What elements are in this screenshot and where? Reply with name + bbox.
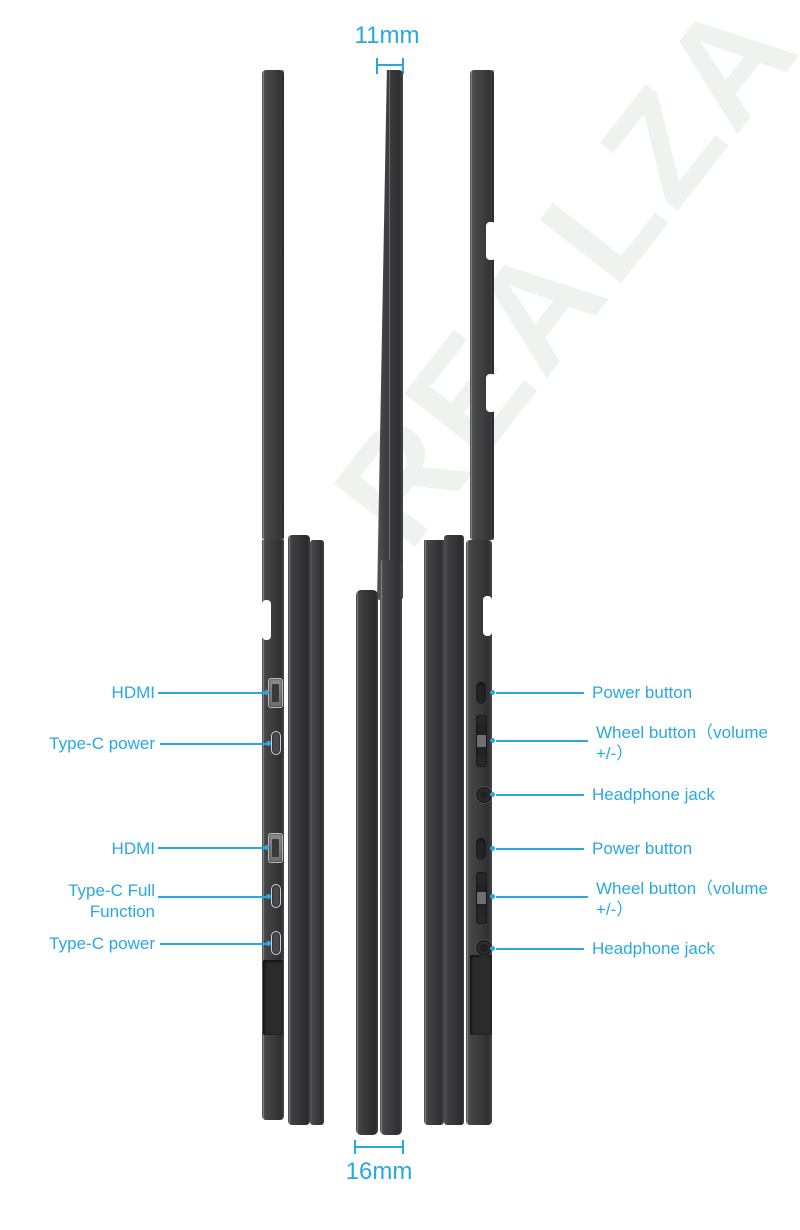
- callout-leader-power-2: [496, 848, 584, 850]
- callout-label-typec-full-function: Type-C Full Function: [68, 881, 155, 921]
- callout-dot-power-1: [490, 690, 495, 695]
- callout-label-hdmi-2: HDMI: [111, 839, 155, 858]
- callout-label-typec-power-1: Type-C power: [49, 734, 155, 753]
- callout-leader-hdmi-2: [158, 847, 266, 849]
- device-panel-left-lower-front: [288, 535, 310, 1125]
- kickstand-recess-right: [470, 955, 492, 1035]
- callout-label-power-1: Power button: [592, 683, 693, 702]
- button-wheel-1: [476, 715, 487, 767]
- callout-dot-hdmi-1: [264, 690, 269, 695]
- callout-label-hdmi-1: HDMI: [111, 683, 155, 702]
- dimension-top-tick-left: [376, 58, 378, 74]
- device-panel-right-upper: [470, 70, 494, 540]
- dimension-top-bracket: [376, 64, 404, 66]
- callout-dot-power-2: [490, 846, 495, 851]
- port-typec-power-1: [271, 731, 281, 755]
- callout-label-power-2: Power button: [592, 839, 693, 858]
- watermark-text: REALZA: [301, 0, 800, 575]
- kickstand-recess-left: [263, 960, 283, 1035]
- dimension-top-label: 11mm: [354, 22, 420, 49]
- device-panel-middle-lower-back: [356, 590, 378, 1135]
- hinge-notch-left: [262, 600, 271, 640]
- jack-headphone-2: [476, 940, 492, 956]
- callout-leader-typec-power-1: [160, 743, 268, 745]
- callout-label-headphone-2: Headphone jack: [592, 939, 715, 958]
- button-power-1: [476, 682, 486, 704]
- button-wheel-2: [476, 872, 487, 924]
- port-hdmi-1: [268, 678, 283, 708]
- callout-leader-hdmi-1: [158, 692, 266, 694]
- callout-dot-wheel-2: [490, 894, 495, 899]
- callout-leader-wheel-2: [496, 896, 588, 898]
- edge-notch-upper: [486, 222, 496, 260]
- callout-label-wheel-2: Wheel button（volume +/-）: [596, 879, 768, 919]
- callout-leader-typec-power-2: [160, 943, 268, 945]
- device-panel-right-lower-back: [424, 540, 444, 1125]
- callout-label-typec-power-2: Type-C power: [49, 934, 155, 953]
- callout-dot-headphone-1: [490, 792, 495, 797]
- callout-dot-typec-full-function: [266, 894, 271, 899]
- dimension-top-tick-right: [402, 58, 404, 74]
- callout-dot-hdmi-2: [264, 845, 269, 850]
- callout-dot-typec-power-2: [266, 941, 271, 946]
- callout-leader-typec-full-function: [158, 896, 268, 898]
- callout-label-headphone-1: Headphone jack: [592, 785, 715, 804]
- callout-leader-headphone-2: [496, 948, 584, 950]
- dimension-bottom-tick-right: [402, 1140, 404, 1154]
- callout-dot-typec-power-1: [266, 741, 271, 746]
- edge-notch-lower: [486, 374, 496, 412]
- callout-dot-wheel-1: [490, 738, 495, 743]
- device-panel-left-upper: [262, 70, 284, 540]
- device-panel-left-lower-mid: [310, 540, 324, 1125]
- device-panel-middle-upper: [377, 70, 403, 600]
- button-power-2: [476, 838, 486, 860]
- device-panel-middle-lower-front: [380, 560, 402, 1135]
- port-hdmi-2: [268, 833, 283, 863]
- dimension-bottom-label: 16mm: [345, 1158, 413, 1185]
- dimension-bottom-tick-left: [354, 1140, 356, 1154]
- hinge-notch-right: [483, 596, 492, 636]
- dimension-bottom-bracket: [354, 1146, 404, 1148]
- callout-leader-headphone-1: [496, 794, 584, 796]
- callout-label-wheel-1: Wheel button（volume +/-）: [596, 723, 768, 763]
- device-panel-right-lower-mid: [444, 535, 464, 1125]
- callout-leader-power-1: [496, 692, 584, 694]
- port-typec-full-function: [271, 884, 281, 908]
- callout-dot-headphone-2: [490, 946, 495, 951]
- port-typec-power-2: [271, 931, 281, 955]
- callout-leader-wheel-1: [496, 740, 588, 742]
- jack-headphone-1: [476, 787, 492, 803]
